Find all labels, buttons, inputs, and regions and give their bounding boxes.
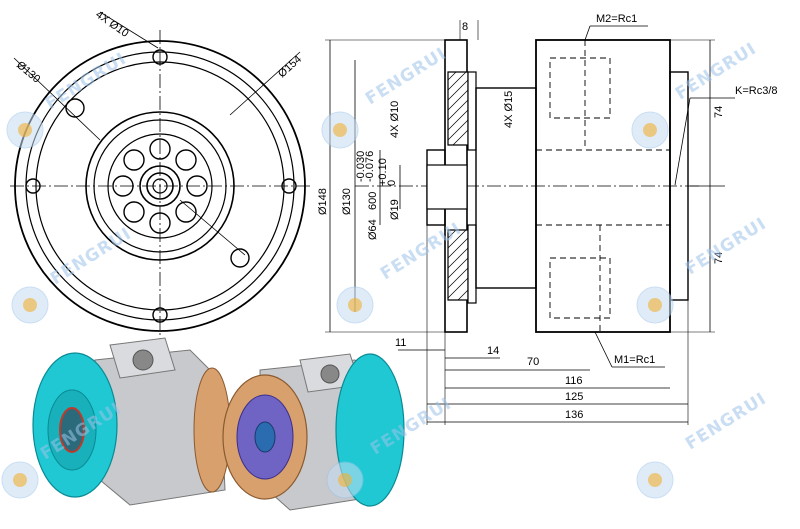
render-left <box>32 337 231 506</box>
dim-136-label: 136 <box>565 409 583 421</box>
shaft-dia-label: Ø19 <box>389 199 401 220</box>
dia-130-label: Ø130 <box>341 188 353 215</box>
front-view <box>10 11 310 340</box>
dim-116-label: 116 <box>565 375 583 387</box>
bolt-holes-label: 4X Ø10 <box>93 9 130 40</box>
dia-148-label: Ø148 <box>317 188 329 215</box>
tol-upper-label: -0.030 <box>355 151 367 182</box>
dim-70-label: 70 <box>527 356 539 368</box>
holes-right-label: 4X Ø15 <box>503 91 515 128</box>
watermark-text: FENGRUI <box>682 389 770 455</box>
tol-bore-top-label: +0.10 <box>377 158 389 186</box>
holes-left-label: 4X Ø10 <box>389 101 401 138</box>
bore-dia-label: Ø64 <box>367 219 379 240</box>
dim-125-label: 125 <box>565 391 583 403</box>
m1-port-label: M1=Rc1 <box>614 354 655 366</box>
outer-dia-label: Ø130 <box>14 59 42 85</box>
dim-14-label: 14 <box>487 345 499 357</box>
k-port-label: K=Rc3/8 <box>735 85 778 97</box>
watermark-logo-accents <box>13 123 662 487</box>
section-view <box>325 20 735 425</box>
watermark-text: FENGRUI <box>362 44 450 110</box>
watermark-text: FENGRUI <box>47 224 135 290</box>
dim-11-label: 11 <box>395 337 406 349</box>
m2-port-label: M2=Rc1 <box>596 13 637 25</box>
watermark-text: FENGRUI <box>42 49 130 115</box>
top-width-label: 8 <box>462 21 468 33</box>
watermark-text: FENGRUI <box>682 214 770 280</box>
render-right <box>222 353 405 511</box>
tol-lower-label: -0.076 <box>364 151 376 182</box>
height-bottom-label: 74 <box>713 252 725 264</box>
bolt-circle-label: Ø154 <box>276 53 304 80</box>
height-top-label: 74 <box>713 106 725 118</box>
tol-bore-bottom-label: 0 <box>386 180 398 186</box>
dia-600-label: 600 <box>367 192 379 210</box>
